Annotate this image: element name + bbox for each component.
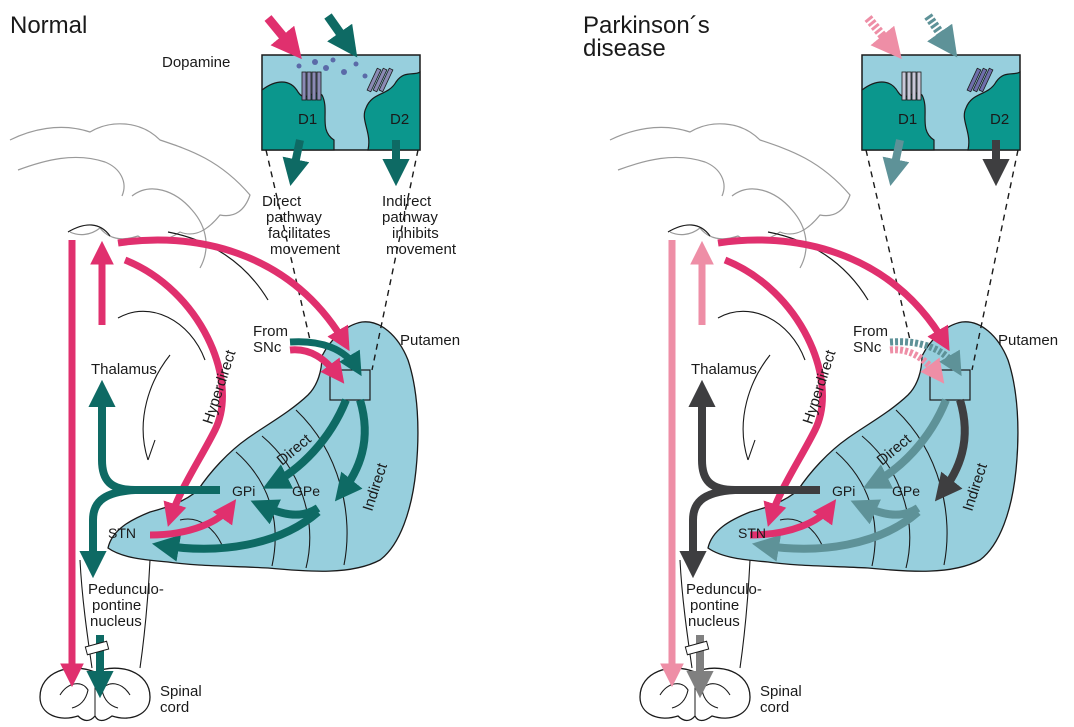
- panel-title: Normal: [10, 12, 87, 39]
- svg-text:pathway: pathway: [382, 209, 438, 226]
- spinal-cord-section: [40, 668, 150, 720]
- from-label: From: [853, 323, 888, 340]
- stn-label: STN: [108, 525, 136, 541]
- thalamus-label: Thalamus: [91, 361, 157, 378]
- dopamine-arrow-pink: [268, 18, 296, 52]
- svg-text:pathway: pathway: [266, 209, 322, 226]
- svg-text:Indirect: Indirect: [382, 193, 432, 210]
- gpi-to-thalamus-arrow: [102, 388, 220, 490]
- ppn-label-3: nucleus: [90, 613, 142, 630]
- ppn-label-1: Pedunculo-: [686, 581, 762, 598]
- dopamine-arrow-teal: [328, 16, 352, 50]
- spinal-label-2: cord: [760, 699, 789, 716]
- cortex-to-putamen-arrow: [718, 240, 946, 345]
- stn-label: STN: [738, 525, 766, 541]
- spinal-label-1: Spinal: [760, 683, 802, 700]
- svg-text:movement: movement: [386, 241, 457, 258]
- snc-label: SNc: [253, 339, 282, 356]
- d1-label: D1: [898, 111, 917, 128]
- d2-label: D2: [990, 111, 1009, 128]
- panel-title-line2: disease: [583, 35, 666, 62]
- svg-text:movement: movement: [270, 241, 341, 258]
- ppn-label-3: nucleus: [688, 613, 740, 630]
- ppn-label-2: pontine: [92, 597, 141, 614]
- dopamine-arrow-pink-reduced: [868, 18, 896, 52]
- thalamus-label: Thalamus: [691, 361, 757, 378]
- dopamine-label: Dopamine: [162, 54, 230, 71]
- spinal-label-2: cord: [160, 699, 189, 716]
- svg-text:Direct: Direct: [262, 193, 302, 210]
- from-label: From: [253, 323, 288, 340]
- direct-pathway-description: Direct pathway facilitates movement: [262, 193, 341, 258]
- svg-text:inhibits: inhibits: [392, 225, 439, 242]
- panel-parkinsons: Parkinson´s disease D1: [583, 12, 1058, 721]
- ppn-label-2: pontine: [690, 597, 739, 614]
- gpi-label: GPi: [832, 483, 855, 499]
- putamen-label: Putamen: [400, 332, 460, 349]
- ppn-label-1: Pedunculo-: [88, 581, 164, 598]
- gpe-label: GPe: [292, 483, 320, 499]
- snc-label: SNc: [853, 339, 882, 356]
- dopamine-synapse-box: [262, 55, 420, 150]
- spinal-cord-section: [640, 668, 750, 720]
- svg-text:facilitates: facilitates: [268, 225, 331, 242]
- gpi-to-thalamus-arrow: [702, 388, 820, 490]
- putamen-label: Putamen: [998, 332, 1058, 349]
- gpe-label: GPe: [892, 483, 920, 499]
- dopamine-arrow-teal-reduced: [928, 16, 952, 50]
- dopamine-synapse-box: [862, 55, 1020, 150]
- indirect-pathway-description: Indirect pathway inhibits movement: [382, 193, 457, 258]
- zoom-line-left: [866, 150, 910, 340]
- gpi-label: GPi: [232, 483, 255, 499]
- panel-normal: Normal D1: [10, 12, 460, 721]
- d1-label: D1: [298, 111, 317, 128]
- d2-label: D2: [390, 111, 409, 128]
- spinal-label-1: Spinal: [160, 683, 202, 700]
